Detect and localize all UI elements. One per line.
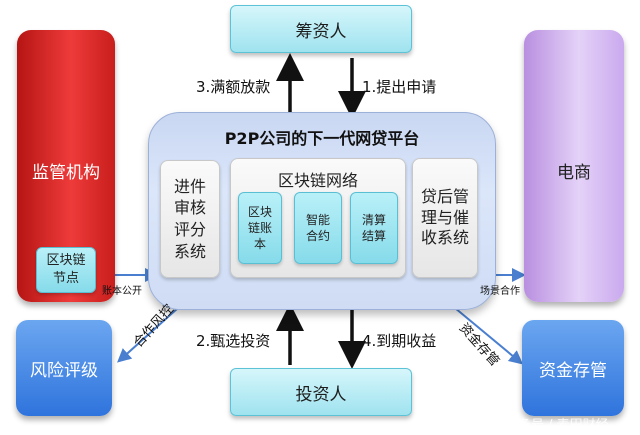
scenario-coop-label: 场景合作: [480, 286, 520, 297]
post-loan-system: 贷后管理与催收系统: [412, 158, 478, 278]
maturity-return-label: 4.到期收益: [362, 332, 437, 350]
select-invest-label: 2.甄选投资: [196, 332, 271, 350]
post-loan-label: 贷后管理与催收系统: [421, 186, 470, 248]
arrow-fund-custody: [442, 296, 524, 365]
fund-custody-node: 资金存管: [522, 320, 624, 416]
settlement-box: 清算结算: [350, 192, 398, 264]
ledger-label: 区块链账本: [247, 204, 272, 252]
ecommerce-node: 电商: [524, 30, 624, 302]
fundraiser-label: 筹资人: [295, 21, 347, 42]
blockchain-node-label: 区块链节点: [46, 253, 86, 286]
fund-custody-label: 资金存管: [539, 360, 607, 381]
ecommerce-label: 电商: [557, 163, 591, 183]
fundraiser-node: 筹资人: [230, 5, 412, 53]
platform-title: P2P公司的下一代网贷平台: [224, 129, 420, 148]
ledger-public-label: 账本公开: [102, 286, 142, 297]
settlement-label: 清算结算: [361, 212, 386, 243]
blockchain-node-box: 区块链节点: [36, 247, 96, 293]
credit-review-label: 进件审核评分系统: [173, 176, 206, 261]
investor-label: 投资人: [295, 384, 347, 405]
apply-label: 1.提出申请: [362, 78, 437, 96]
risk-rating-node: 风险评级: [16, 320, 112, 416]
smart-contract-box: 智能合约: [294, 192, 342, 264]
credit-review-system: 进件审核评分系统: [160, 160, 220, 278]
blockchain-network-label: 区块链网络: [277, 171, 358, 190]
risk-rating-label: 风险评级: [30, 360, 98, 381]
regulator-label: 监管机构: [32, 163, 100, 183]
full-loan-label: 3.满额放款: [196, 78, 271, 96]
arrow-coop-risk: [117, 296, 191, 363]
investor-node: 投资人: [230, 368, 412, 416]
watermark: 头条号 / 麦田财经: [505, 418, 609, 433]
ledger-box: 区块链账本: [238, 192, 282, 264]
smart-contract-label: 智能合约: [305, 212, 330, 243]
